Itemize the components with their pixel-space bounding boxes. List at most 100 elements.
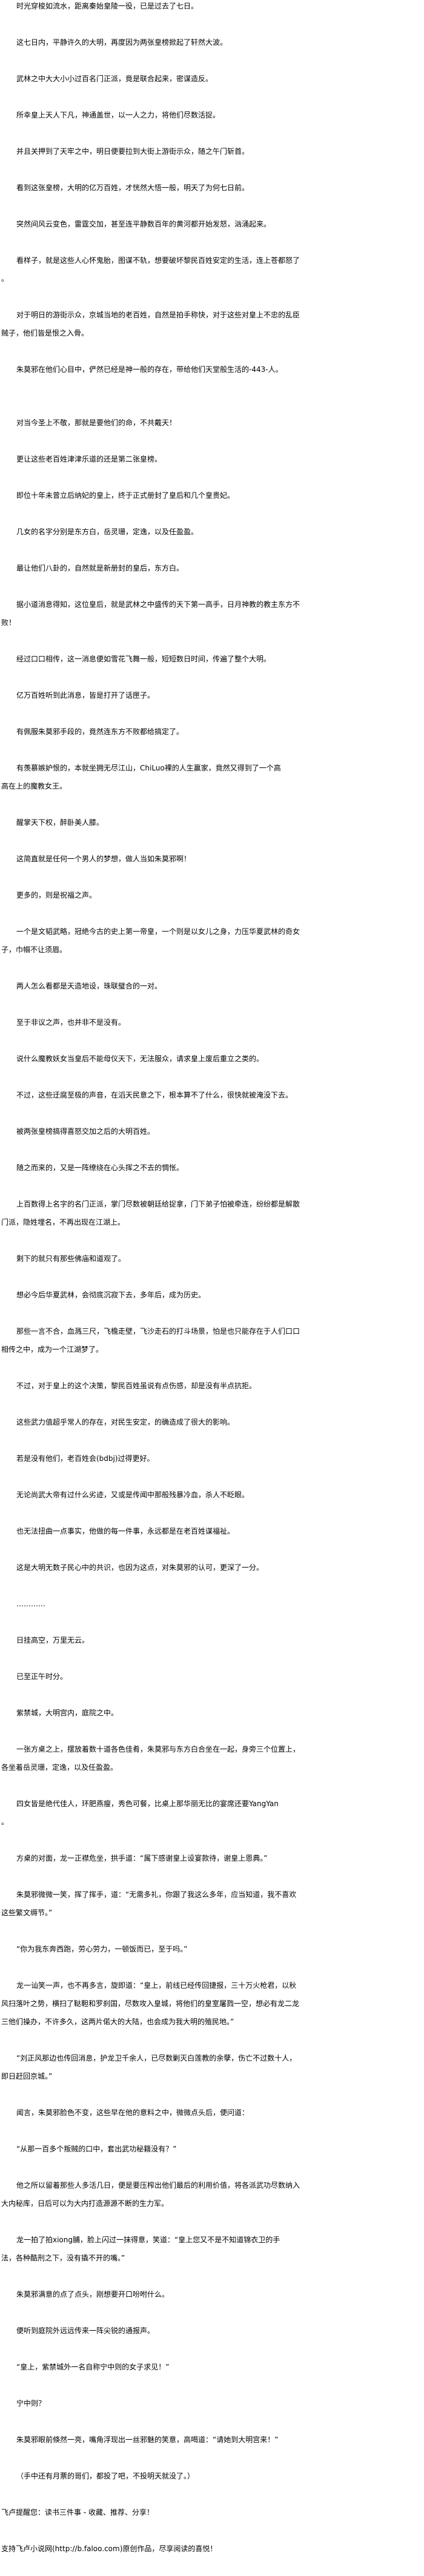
paragraph-line: 一张方桌之上，摆放着数十道各色佳肴，朱莫邪与东方白合坐在一起，身旁三个位置上，	[16, 1745, 300, 1753]
paragraph-line: 两人怎么看都是天造地设，珠联璧合的一对。	[16, 982, 162, 990]
paragraph-line: 朱莫邪在他们心目中，俨然已经是神一般的存在，带给他们天堂般生活的-443-人。	[16, 365, 283, 374]
paragraph: 随之而来的，又是一阵缭绕在心头挥之不去的惆怅。	[1, 1159, 419, 1177]
paragraph-line: 这七日内，平静许久的大明，再度因为两张皇榜掀起了轩然大波。	[16, 38, 228, 47]
paragraph: 宁中则？	[1, 2394, 419, 2412]
paragraph-line: 他之所以留着那些人多活几日，便是要压榨出他们最后的利用价值，将各派武功尽数纳入	[16, 2181, 300, 2190]
paragraph: 说什么魔教妖女当皇后不能母仪天下，无法服众，请求皇上废后重立之类的。	[1, 1050, 419, 1068]
paragraph-line: 宁中则？	[16, 2399, 46, 2408]
paragraph-line: 最让他们八卦的，自然就是新册封的皇后，东方白。	[16, 564, 184, 572]
paragraph-line: 说什么魔教妖女当皇后不能母仪天下，无法服众，请求皇上废后重立之类的。	[16, 1055, 264, 1063]
paragraph-line: 据小道消息得知，这位皇后，就是武林之中盛传的天下第一高手，日月神教的教主东方不	[16, 600, 300, 609]
paragraph-line: 方桌的对面，龙一正襟危坐，拱手道：“属下感谢皇上设宴款待，谢皇上恩典。”	[16, 1854, 268, 1862]
paragraph-line: 上百数得上名字的名门正派，掌门尽数被朝廷给捉拿，门下弟子怕被牵连，纷纷都是解散	[16, 1200, 300, 1208]
paragraph-line: 朱莫邪眼前倏然一亮，嘴角浮现出一丝邪魅的笑意，高喝道：“请她到大明宫来！”	[16, 2435, 279, 2444]
paragraph: 已至正午时分。	[1, 1667, 419, 1686]
paragraph-line: 三他们操办，不许多久，这两片偌大的大陆，也会成为我大明的殖民地。”	[1, 2018, 234, 2026]
paragraph: 几女的名字分别是东方白，岳灵珊，定逸，以及任盈盈。	[1, 523, 419, 541]
paragraph-line: 有佩服朱莫邪手段的，竟然连东方不败都给搞定了。	[16, 727, 184, 736]
paragraph: 看样子，就是这些人心怀鬼胎，图谋不轨，想要破坏黎民百姓安定的生活，连上苍都怒了。	[1, 251, 419, 288]
paragraph: 看到这张皇榜，大明的亿万百姓，才恍然大悟一般，明天了为何七日前。	[1, 179, 419, 197]
paragraph: 不过，对于皇上的这个决策，黎民百姓虽说有点伤感，却是没有半点抗拒。	[1, 1377, 419, 1395]
paragraph-line: 便听到庭院外远远传来一阵尖锐的通报声。	[16, 2326, 155, 2335]
paragraph-line: 若是没有他们，老百姓会(bdbj)过得更好。	[16, 1454, 154, 1463]
paragraph: 不过，这些迂腐至极的声音，在滔天民意之下，根本算不了什么，很快就被淹没下去。	[1, 1086, 419, 1104]
paragraph-line: 更多的，则是祝福之声。	[16, 891, 97, 899]
paragraph-line: 被两张皇榜搞得喜怒交加之后的大明百姓。	[16, 1127, 155, 1136]
paragraph: 更多的，则是祝福之声。	[1, 886, 419, 904]
paragraph-line: 不过，这些迂腐至极的声音，在滔天民意之下，根本算不了什么，很快就被淹没下去。	[16, 1091, 293, 1099]
paragraph: 至于非议之声，也并非不是没有。	[1, 1013, 419, 1031]
paragraph: 想必今后华夏武林，会彻底沉寂下去，多年后，成为历史。	[1, 1286, 419, 1304]
paragraph-line: 法，各种酷刑之下，没有撬不开的嘴。”	[1, 2254, 125, 2262]
paragraph: 朱莫邪满意的点了点头，刚想要开口吩咐什么。	[1, 2285, 419, 2303]
paragraph-line: 这些武力值超乎常人的存在，对民生安定，的确造成了很大的影响。	[16, 1418, 235, 1426]
paragraph-line: 这些繁文缛节。”	[1, 1909, 53, 1917]
paragraph: 这些武力值超乎常人的存在，对民生安定，的确造成了很大的影响。	[1, 1413, 419, 1431]
paragraph: 日挂高空，万里无云。	[1, 1631, 419, 1649]
paragraph: 有佩服朱莫邪手段的，竟然连东方不败都给搞定了。	[1, 723, 419, 741]
paragraph-line: …………	[16, 1600, 45, 1608]
paragraph-line: 朱莫邪满意的点了点头，刚想要开口吩咐什么。	[16, 2290, 170, 2299]
paragraph: 闻言，朱莫邪脸色不变，这些早在他的意料之中，微微点头后，便问道：	[1, 2104, 419, 2122]
paragraph: 朱莫邪眼前倏然一亮，嘴角浮现出一丝邪魅的笑意，高喝道：“请她到大明宫来！”	[1, 2431, 419, 2449]
paragraph: 龙一讪笑一声，也不再多言，旋即道：“皇上，前线已经传回捷报，三十万火枪君，以秋风…	[1, 1976, 419, 2031]
paragraph-line: 那些一言不合，血溅三尺，飞檐走壁，飞沙走石的打斗场景，怕是也只能存在于人们口口	[16, 1327, 300, 1336]
paragraph: 四女皆是绝代佳人，环肥燕瘦，秀色可餐，比桌上那华丽无比的宴席还要YangYan。	[1, 1795, 419, 1831]
paragraph: 突然间风云变色，雷霆交加，甚至连平静数百年的黄河都开始发怒，汹涌起来。	[1, 215, 419, 233]
paragraph: 更让这些老百姓津津乐道的还是第二张皇榜。	[1, 450, 419, 468]
paragraph-line: 至于非议之声，也并非不是没有。	[16, 1018, 126, 1027]
paragraph: 这是大明无数子民心中的共识，也因为这点，对朱莫邪的认可，更深了一分。	[1, 1558, 419, 1577]
paragraph: “从那一百多个叛贼的口中，套出武功秘籍没有？”	[1, 2140, 419, 2158]
paragraph: 他之所以留着那些人多活几日，便是要压榨出他们最后的利用价值，将各派武功尽数纳入大…	[1, 2176, 419, 2213]
paragraph: 对于明日的游街示众，京城当地的老百姓，自然是拍手称快，对于这些对皇上不忠的乱臣贼…	[1, 306, 419, 342]
paragraph-line: 剩下的就只有那些佛庙和道观了。	[16, 1254, 126, 1263]
paragraph: 紫禁城，大明宫内，庭院之中。	[1, 1704, 419, 1722]
paragraph-line: 大内秘库，日后可以为大内打造源源不断的生力军。	[1, 2199, 169, 2208]
paragraph: 这简直就是任何一个男人的梦想，做人当如朱莫邪啊！	[1, 850, 419, 868]
paragraph: 被两张皇榜搞得喜怒交加之后的大明百姓。	[1, 1122, 419, 1141]
paragraph: 无论尚武大帝有过什么劣迹，又或是传闻中那般残暴冷血，杀人不眨眼。	[1, 1486, 419, 1504]
paragraph: 朱莫邪在他们心目中，俨然已经是神一般的存在，带给他们天堂般生活的-443-人。	[1, 360, 419, 379]
paragraph: 龙一拍了拍xiong脯，脸上闪过一抹得意，笑道：“皇上您又不是不知道锦衣卫的手法…	[1, 2231, 419, 2267]
paragraph-line: 几女的名字分别是东方白，岳灵珊，定逸，以及任盈盈。	[16, 528, 199, 536]
paragraph-line: “你为我东奔西跑，劳心劳力，一顿饭而已，至于吗。”	[16, 1945, 188, 1953]
paragraph-line: 。	[1, 1818, 9, 1826]
paragraph: 亿万百姓听到此消息，皆是打开了话匣子。	[1, 686, 419, 704]
paragraph: 两人怎么看都是天造地设，珠联璧合的一对。	[1, 977, 419, 995]
paragraph-line: 对当今圣上不敬，那就是要他们的命，不共戴天！	[16, 419, 177, 427]
paragraph-line: 即位十年未曾立后纳妃的皇上，终于正式册封了皇后和几个皇贵妃。	[16, 491, 235, 500]
paragraph: 便听到庭院外远远传来一阵尖锐的通报声。	[1, 2322, 419, 2340]
paragraph: 也无法扭曲一点事实，他做的每一件事，永远都是在老百姓谋福祉。	[1, 1522, 419, 1540]
paragraph: 据小道消息得知，这位皇后，就是武林之中盛传的天下第一高手，日月神教的教主东方不败…	[1, 595, 419, 632]
paragraph-line: 。	[1, 274, 9, 283]
paragraph: 所幸皇上天人下凡，神通盖世，以一人之力，将他们尽数活捉。	[1, 106, 419, 124]
paragraph-line: 败！	[1, 618, 16, 627]
paragraph-line: 看到这张皇榜，大明的亿万百姓，才恍然大悟一般，明天了为何七日前。	[16, 184, 250, 192]
paragraph: 武林之中大大小小过百名门正派，竟是联合起来，密谋造反。	[1, 70, 419, 88]
paragraph-line: 紫禁城，大明宫内，庭院之中。	[16, 1709, 119, 1717]
paragraph-line: 子，巾帼不让须眉。	[1, 945, 67, 954]
paragraph-line: 一个是文韬武略，冠绝今古的史上第一帝皇，一个则是以女儿之身，力压华夏武林的奇女	[16, 927, 300, 936]
paragraph-line: 龙一拍了拍xiong脯，脸上闪过一抹得意，笑道：“皇上您又不是不知道锦衣卫的手	[16, 2236, 280, 2244]
paragraph-line: 门派，隐姓埋名，不再出现在江湖上。	[1, 1218, 125, 1227]
paragraph-line: 高在上的魔教女王。	[1, 782, 67, 790]
paragraph-line: “从那一百多个叛贼的口中，套出武功秘籍没有？”	[16, 2145, 177, 2153]
paragraph-line: 即日赶回京城。”	[1, 2072, 53, 2081]
paragraph-line: 各坐着岳灵珊，定逸，以及任盈盈。	[1, 1763, 118, 1772]
paragraph: 上百数得上名字的名门正派，掌门尽数被朝廷给捉拿，门下弟子怕被牵连，纷纷都是解散门…	[1, 1195, 419, 1231]
paragraph: “刘正风那边也传回消息，护龙卫千余人，已尽数剿灭白莲教的余孽，伤亡不过数十人，即…	[1, 2049, 419, 2085]
paragraph: 若是没有他们，老百姓会(bdbj)过得更好。	[1, 1449, 419, 1468]
paragraph: “皇上，紫禁城外一名自称宁中则的女子求见！”	[1, 2358, 419, 2376]
paragraph-line: 醒掌天下权，醉卧美人膝。	[16, 818, 104, 827]
paragraph-line: 经过口口相传，这一消息便如雪花飞舞一般，短短数日时间，传遍了整个大明。	[16, 655, 271, 663]
paragraph-line: 这简直就是任何一个男人的梦想，做人当如朱莫邪啊！	[16, 855, 191, 863]
paragraph-line: 武林之中大大小小过百名门正派，竟是联合起来，密谋造反。	[16, 74, 213, 83]
paragraph-line: 也无法扭曲一点事实，他做的每一件事，永远都是在老百姓谋福祉。	[16, 1527, 235, 1535]
paragraph: 对当今圣上不敬，那就是要他们的命，不共戴天！	[1, 414, 419, 432]
paragraph-line: 突然间风云变色，雷霆交加，甚至连平静数百年的黄河都开始发怒，汹涌起来。	[16, 220, 271, 228]
paragraph: …………	[1, 1595, 419, 1613]
paragraph: 方桌的对面，龙一正襟危坐，拱手道：“属下感谢皇上设宴款待，谢皇上恩典。”	[1, 1849, 419, 1867]
paragraph-line: 飞卢提醒您：读书三件事 - 收藏、推荐、分享！	[1, 2508, 154, 2517]
paragraph-line: 龙一讪笑一声，也不再多言，旋即道：“皇上，前线已经传回捷报，三十万火枪君，以秋	[16, 1981, 297, 1990]
paragraph-line: 闻言，朱莫邪脸色不变，这些早在他的意料之中，微微点头后，便问道：	[16, 2108, 250, 2117]
